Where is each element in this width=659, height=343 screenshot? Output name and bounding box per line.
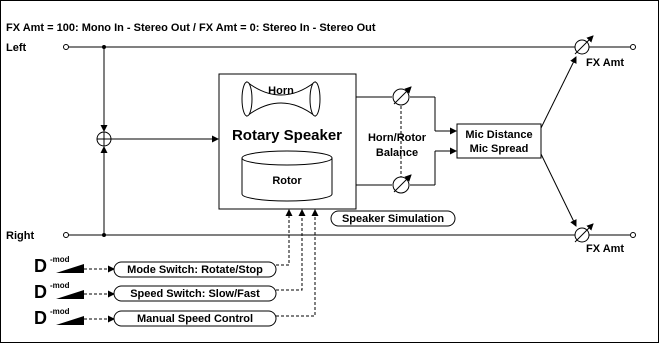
mic-box (456, 123, 542, 159)
speed-control-path (276, 209, 306, 291)
rotor-icon (241, 150, 333, 202)
mode-header: FX Amt = 100: Mono In - Stereo Out / FX … (6, 22, 376, 34)
balance-label-line2: Balance (376, 147, 418, 159)
sum-icon (96, 131, 112, 147)
mode-switch-pill (113, 261, 277, 278)
right-input-jack (63, 232, 69, 238)
manual-speed-pill (113, 310, 277, 327)
left-input-label: Left (6, 42, 27, 54)
manual-speed-control-path (276, 209, 319, 317)
fx-amt-bottom-label: FX Amt (586, 243, 624, 255)
dmod-letter-3: D (34, 308, 47, 328)
balance-label-line1: Horn/Rotor (368, 132, 427, 144)
left-output-jack (630, 44, 636, 50)
mode-switch-label: Mode Switch: Rotate/Stop (127, 264, 263, 276)
left-input-jack (63, 44, 69, 50)
dmod-ramp-icon-3 (56, 316, 84, 325)
dmod-ramp-icon-1 (56, 264, 84, 273)
dmod-ramp-icon-2 (56, 290, 84, 299)
speaker-simulation-pill (330, 210, 456, 227)
fx-amt-top-knob-icon (574, 35, 594, 55)
horn-level-knob-icon (392, 86, 412, 106)
rotor-level-knob-icon (392, 174, 412, 194)
mode-control-path (276, 209, 293, 266)
fx-amt-top-label: FX Amt (586, 57, 624, 69)
mic-to-bottom-fx-line (540, 153, 577, 227)
mic-spread-label: Mic Spread (470, 143, 529, 155)
right-input-label: Right (6, 230, 34, 242)
speaker-simulation-label: Speaker Simulation (342, 213, 444, 225)
speed-switch-label: Speed Switch: Slow/Fast (130, 288, 260, 300)
mic-to-top-fx-line (540, 56, 577, 129)
dmod-sup-1: -mod (50, 255, 70, 264)
fx-amt-bottom-knob-icon (574, 223, 594, 243)
dmod-sup-2: -mod (50, 281, 70, 290)
manual-speed-label: Manual Speed Control (137, 313, 253, 325)
dmod-letter-2: D (34, 282, 47, 302)
speed-switch-pill (113, 285, 277, 302)
rotor-label: Rotor (272, 175, 302, 187)
rotary-speaker-title: Rotary Speaker (232, 127, 342, 144)
mic-distance-label: Mic Distance (465, 129, 532, 141)
dmod-sup-3: -mod (50, 307, 70, 316)
horn-label: Horn (268, 85, 294, 97)
horn-icon (241, 80, 321, 118)
right-output-jack (630, 232, 636, 238)
dmod-letter-1: D (34, 256, 47, 276)
